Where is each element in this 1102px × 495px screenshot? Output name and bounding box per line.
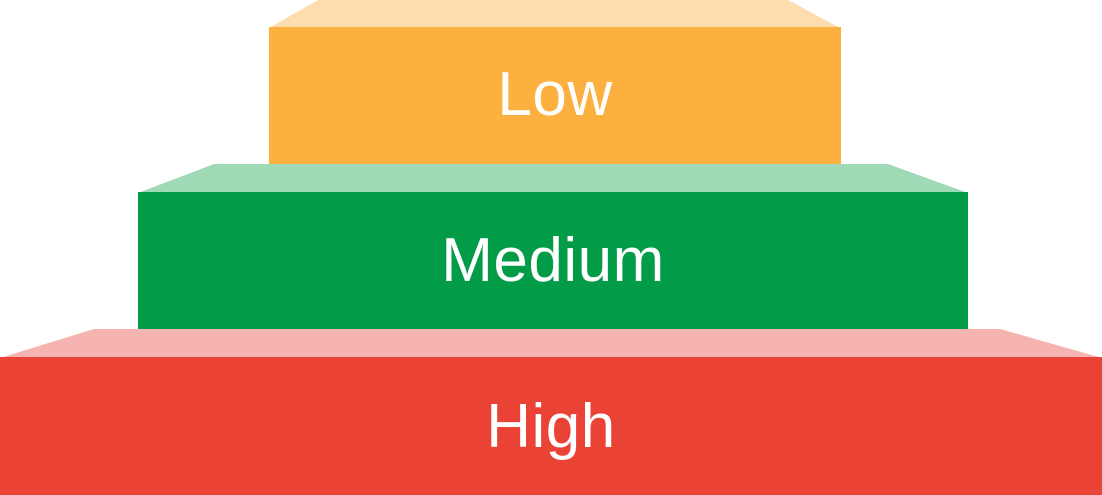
low-tier-top-face: [269, 0, 840, 28]
low-tier-block: Low: [269, 27, 841, 164]
medium-tier-block: Medium: [138, 192, 968, 330]
high-tier-top-face: [0, 329, 1102, 358]
high-tier-block: High: [0, 357, 1102, 495]
medium-tier-top-face: [138, 164, 968, 193]
low-tier-label: Low: [497, 59, 613, 129]
high-tier-label: High: [486, 392, 616, 461]
medium-tier-label: Medium: [441, 226, 665, 295]
